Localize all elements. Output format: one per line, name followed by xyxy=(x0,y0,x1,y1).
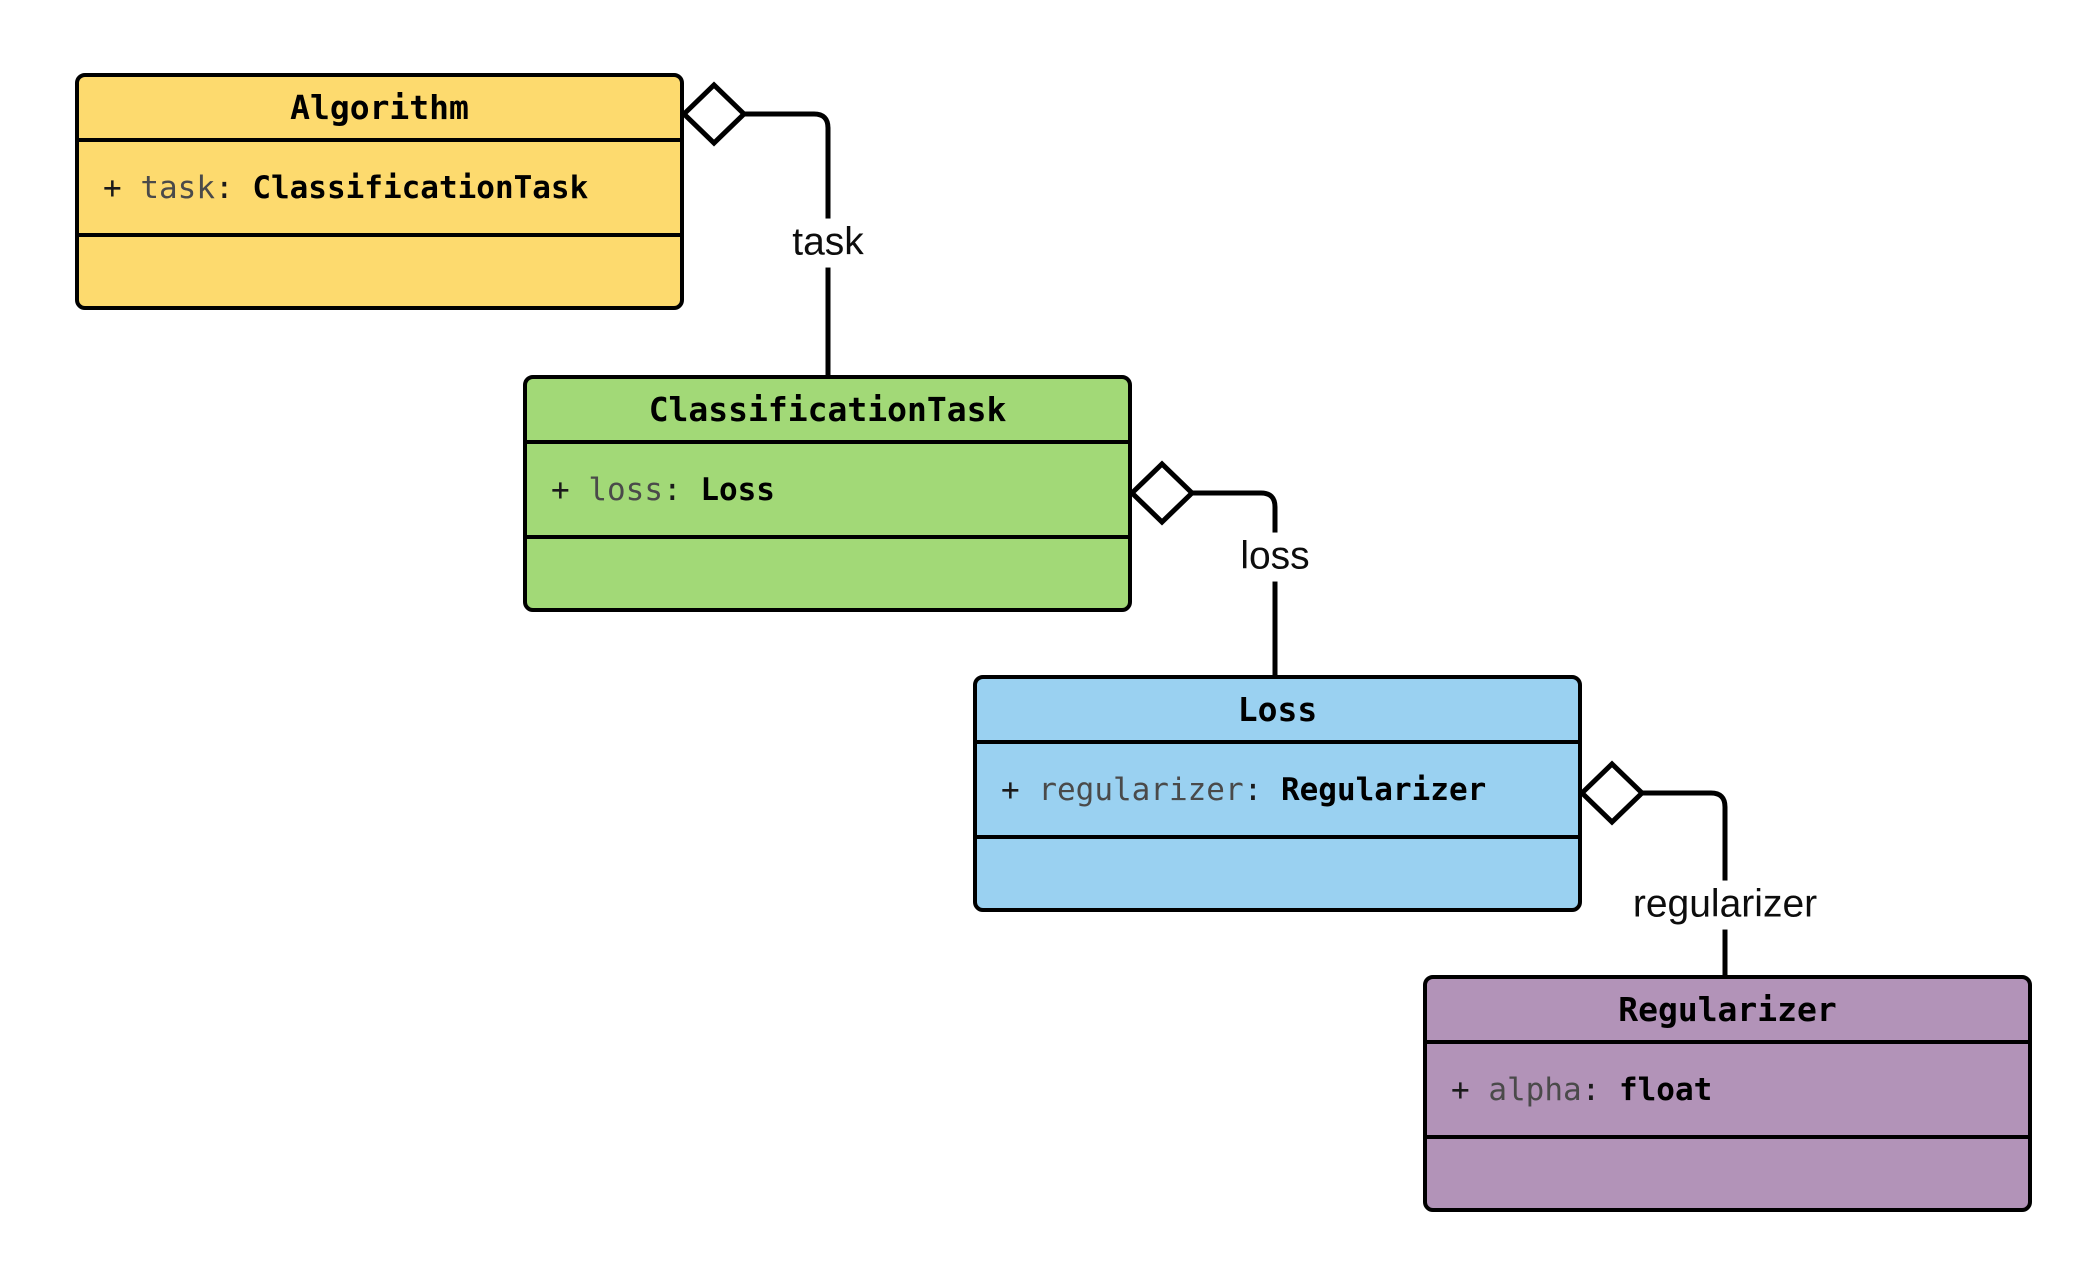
class-box-loss: Loss + regularizer: Regularizer xyxy=(973,675,1582,912)
class-attribute-row: + alpha: float xyxy=(1427,1044,2028,1139)
class-operations-row xyxy=(527,539,1128,608)
attribute-separator: : xyxy=(662,471,701,508)
relation-label-loss: loss xyxy=(1234,532,1316,582)
attribute-name: task xyxy=(140,169,215,206)
attribute-separator: : xyxy=(214,169,253,206)
aggregation-diamond-icon xyxy=(1578,760,1646,826)
attribute-name: regularizer xyxy=(1038,771,1244,808)
attribute-visibility: + xyxy=(1001,771,1039,808)
class-title: ClassificationTask xyxy=(527,379,1128,444)
attribute-name: alpha xyxy=(1488,1071,1582,1108)
connector-regularizer-line xyxy=(1612,790,1728,977)
attribute-separator: : xyxy=(1243,771,1281,808)
attribute-visibility: + xyxy=(103,169,141,206)
attribute-type: Loss xyxy=(700,471,775,508)
attribute-visibility: + xyxy=(551,471,589,508)
aggregation-diamond-icon xyxy=(680,81,748,147)
attribute-type: float xyxy=(1618,1071,1713,1108)
relation-label-regularizer: regularizer xyxy=(1626,880,1824,930)
attribute-name: loss xyxy=(588,471,663,508)
attribute-type: Regularizer xyxy=(1280,771,1487,808)
connector-task-line xyxy=(714,111,831,377)
class-attribute-row: + loss: Loss xyxy=(527,444,1128,539)
attribute-type: ClassificationTask xyxy=(252,169,589,206)
class-operations-row xyxy=(1427,1139,2028,1208)
class-box-classification-task: ClassificationTask + loss: Loss xyxy=(523,375,1132,612)
class-attribute-row: + task: ClassificationTask xyxy=(79,142,680,237)
relation-label-task: task xyxy=(786,218,870,268)
class-title: Regularizer xyxy=(1427,979,2028,1044)
class-operations-row xyxy=(79,237,680,306)
class-operations-row xyxy=(977,839,1578,908)
class-title: Loss xyxy=(977,679,1578,744)
class-title: Algorithm xyxy=(79,77,680,142)
aggregation-diamond-icon xyxy=(1128,460,1196,526)
attribute-separator: : xyxy=(1581,1071,1619,1108)
class-box-regularizer: Regularizer + alpha: float xyxy=(1423,975,2032,1212)
class-box-algorithm: Algorithm + task: ClassificationTask xyxy=(75,73,684,310)
class-attribute-row: + regularizer: Regularizer xyxy=(977,744,1578,839)
connector-loss-line xyxy=(1162,490,1278,677)
attribute-visibility: + xyxy=(1451,1071,1489,1108)
